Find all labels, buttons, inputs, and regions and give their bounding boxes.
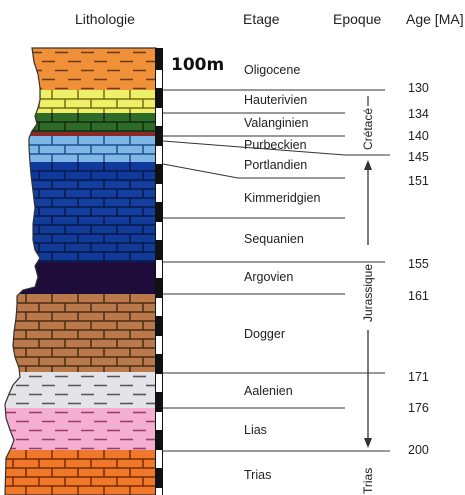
layer-hauterivien	[0, 90, 160, 113]
jurassique-arrow: Jurassique	[361, 160, 375, 448]
scale-bar-segment	[156, 260, 162, 278]
arrow-up-icon	[364, 160, 372, 170]
boundary-line-151	[163, 164, 238, 178]
header-etage: Etage	[243, 11, 280, 27]
layer-aalenien	[0, 372, 160, 408]
scale-bar-segment	[156, 146, 162, 164]
age-161: 161	[408, 289, 429, 303]
stage-label-trias: Trias	[244, 468, 271, 482]
scale-bar-segment	[156, 108, 162, 126]
header-epoque: Epoque	[333, 11, 381, 27]
age-200: 200	[408, 443, 429, 457]
stage-label-purbeckien: Purbeckien	[244, 138, 307, 152]
stage-label-hauterivien: Hauterivien	[244, 93, 307, 107]
age-171: 171	[408, 370, 429, 384]
epoch-label-jurassique: Jurassique	[361, 264, 375, 322]
stage-label-oligocene: Oligocene	[244, 63, 300, 77]
stage-label-portlandien: Portlandien	[244, 158, 307, 172]
epoch-label-trias: Trias	[361, 468, 375, 494]
stage-label-dogger: Dogger	[244, 327, 285, 341]
age-130: 130	[408, 81, 429, 95]
layer-marl-band	[0, 132, 160, 136]
scale-bar-segment	[156, 450, 162, 468]
stage-label-sequanien: Sequanien	[244, 232, 304, 246]
layer-sequanien	[0, 220, 160, 262]
layer-oligocene	[0, 48, 160, 90]
cretace-bracket: Crétacé	[361, 96, 375, 150]
epoch-label-cretace: Crétacé	[361, 108, 375, 150]
scale-bar-segment	[156, 374, 162, 392]
scale-bar-segment	[156, 488, 162, 495]
scale-bar-segment	[156, 298, 162, 316]
scale-bar-segment	[156, 336, 162, 354]
scale-bar-segment	[156, 222, 162, 240]
age-151: 151	[408, 174, 429, 188]
layer-lias	[0, 408, 160, 450]
scale-bar-segment	[156, 412, 162, 430]
age-155: 155	[408, 257, 429, 271]
stage-label-kimmeridgien: Kimmeridgien	[244, 191, 320, 205]
age-134: 134	[408, 107, 429, 121]
layer-dogger	[0, 294, 160, 372]
arrow-down-icon	[364, 438, 372, 448]
scale-bar-segment	[156, 70, 162, 88]
stage-label-aalenien: Aalenien	[244, 384, 293, 398]
layer-purbeckien	[0, 136, 160, 162]
scale-bar-segment	[156, 184, 162, 202]
age-176: 176	[408, 401, 429, 415]
layer-trias	[0, 450, 160, 495]
age-145: 145	[408, 150, 429, 164]
header-age: Age [MA]	[406, 11, 464, 27]
lithology-column	[0, 48, 172, 495]
scale-label: 100m	[171, 55, 224, 75]
stage-label-valanginien: Valanginien	[244, 116, 308, 130]
stage-label-argovien: Argovien	[244, 270, 293, 284]
stage-label-lias: Lias	[244, 423, 267, 437]
layer-portlandien	[0, 162, 160, 182]
layer-kimmeridgien	[0, 182, 160, 220]
header-lithologie: Lithologie	[75, 11, 135, 27]
age-140: 140	[408, 129, 429, 143]
